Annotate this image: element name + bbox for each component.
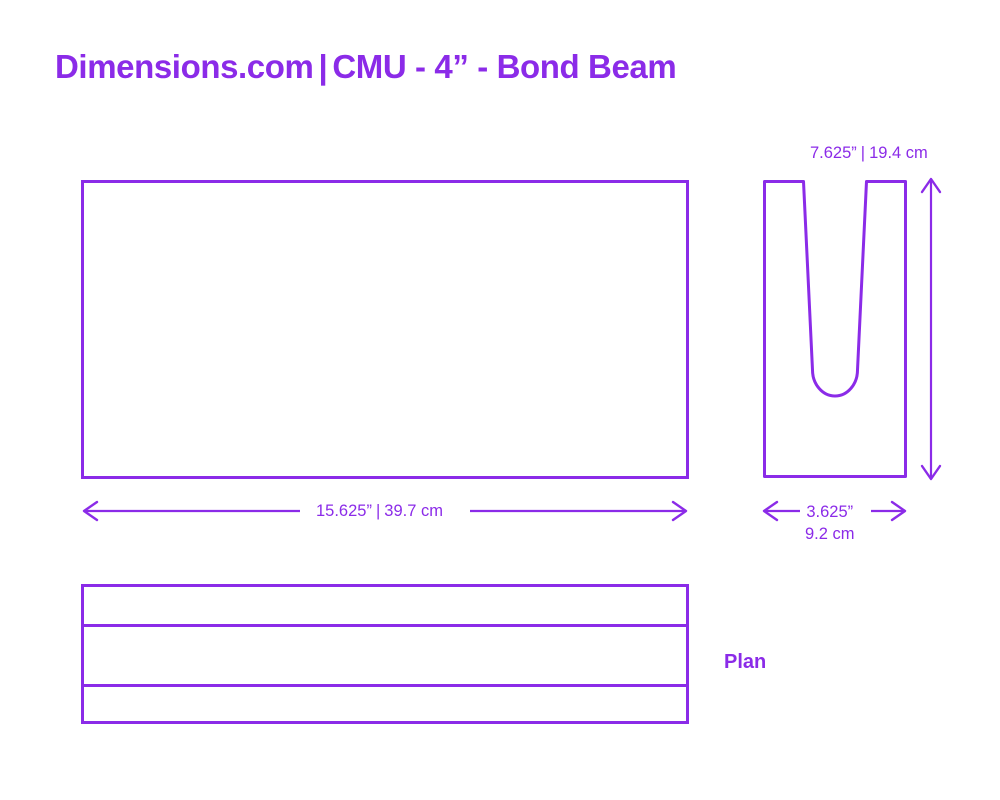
height-separator: | bbox=[860, 144, 866, 162]
width-separator: | bbox=[375, 502, 381, 520]
width-dimension-label: 15.625”|39.7 cm bbox=[316, 501, 443, 522]
depth-arrow-right-icon bbox=[890, 500, 907, 522]
width-dimension bbox=[82, 500, 688, 522]
title-separator: | bbox=[318, 48, 328, 85]
elevation-view-outline bbox=[81, 180, 689, 479]
height-dimension bbox=[920, 177, 942, 481]
object-name: CMU - 4” - Bond Beam bbox=[332, 48, 677, 85]
height-arrow-down-icon bbox=[920, 464, 942, 481]
brand-name: Dimensions.com bbox=[55, 48, 314, 85]
width-imperial: 15.625” bbox=[316, 502, 372, 520]
height-imperial: 7.625” bbox=[810, 144, 857, 162]
depth-dimension-label: 3.625” 9.2 cm bbox=[805, 502, 855, 545]
depth-metric: 9.2 cm bbox=[805, 525, 855, 543]
height-dimension-label: 7.625”|19.4 cm bbox=[810, 143, 928, 164]
width-arrow-left-icon bbox=[82, 500, 99, 522]
depth-dimension bbox=[762, 500, 907, 522]
depth-arrow-left-icon bbox=[762, 500, 779, 522]
section-view-outline bbox=[763, 180, 907, 478]
plan-view-outline bbox=[81, 584, 689, 724]
height-metric: 19.4 cm bbox=[869, 144, 928, 162]
page-title: Dimensions.com|CMU - 4” - Bond Beam bbox=[55, 46, 677, 88]
width-arrow-right-icon bbox=[671, 500, 688, 522]
height-arrow-up-icon bbox=[920, 177, 942, 194]
width-metric: 39.7 cm bbox=[384, 502, 443, 520]
plan-view-label: Plan bbox=[724, 651, 767, 673]
depth-imperial: 3.625” bbox=[806, 503, 854, 521]
